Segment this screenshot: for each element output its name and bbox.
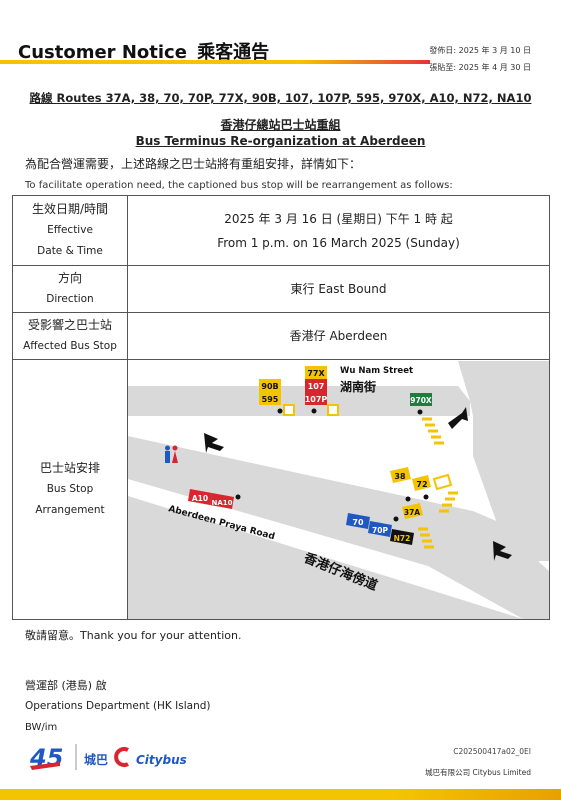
route-sign-na10 — [210, 492, 234, 509]
svg-text:90B: 90B — [261, 382, 278, 391]
toilet-icon — [165, 445, 178, 463]
stop-pole-icon — [423, 494, 429, 499]
stop-pole-icon — [405, 496, 411, 501]
row-effective: 生效日期/時間 Effective Date & Time 2025 年 3 月… — [12, 195, 550, 266]
route-sign-70 — [346, 512, 370, 529]
subject-en: Bus Terminus Re-organization at Aberdeen — [135, 134, 426, 148]
street-name-en: Wu Nam Street — [340, 366, 413, 376]
brand-en: Citybus — [136, 753, 187, 767]
label-affected: 受影響之巴士站 Affected Bus Stop — [12, 312, 128, 360]
stop-pole-icon — [393, 516, 399, 521]
bus-stop-map: 77X 107 107P 90B 595 — [128, 360, 549, 619]
stop-pole-icon — [235, 494, 241, 499]
footer-stripe — [0, 789, 561, 800]
shelter-icon — [283, 403, 295, 416]
dept-en: Operations Department (HK Island) — [25, 700, 211, 712]
route-sign-72 — [412, 474, 431, 491]
title-en: Customer Notice — [18, 42, 187, 63]
stop-group-70-n72: 70 70P N72 — [346, 512, 414, 545]
zebra-crossing-mid — [439, 491, 458, 512]
value-effective: 2025 年 3 月 16 日 (星期日) 下午 1 時 起 From 1 p.… — [127, 195, 550, 266]
shelter-icon — [327, 403, 339, 416]
dept-zh: 營運部 (港島) 啟 — [25, 679, 107, 692]
svg-text:N72: N72 — [394, 534, 411, 543]
svg-text:37A: 37A — [404, 508, 420, 517]
svg-text:NA10: NA10 — [211, 499, 232, 507]
label-effective: 生效日期/時間 Effective Date & Time — [12, 195, 128, 266]
notice-table: 生效日期/時間 Effective Date & Time 2025 年 3 月… — [12, 195, 550, 620]
stop-group-38-72: 38 72 37A — [390, 466, 453, 519]
value-direction: 東行 East Bound — [127, 265, 550, 313]
citybus-c-icon — [114, 747, 129, 767]
intro-zh: 為配合營運需要，上述路線之巴士站將有重組安排，詳情如下： — [25, 157, 362, 171]
header-stripe-accent — [300, 60, 430, 64]
brand-zh: 城巴 — [84, 752, 108, 767]
notice-dates: 發佈日: 2025 年 3 月 10 日 張貼至: 2025 年 4 月 30 … — [429, 42, 531, 76]
routes-line: 路線 Routes 37A, 38, 70, 70P, 77X, 90B, 10… — [29, 91, 532, 105]
svg-text:107P: 107P — [305, 395, 328, 404]
direction-arrow-icon-1 — [204, 432, 224, 453]
road-praya-upper — [128, 435, 549, 619]
zebra-crossing-top — [422, 417, 444, 444]
citybus-logo: 45 城巴 Citybus — [29, 740, 200, 774]
title-zh: 乘客通告 — [197, 42, 270, 63]
page-title: Customer Notice 乘客通告 — [18, 38, 273, 64]
svg-text:107: 107 — [308, 382, 325, 391]
header: Customer Notice 乘客通告 發佈日: 2025 年 3 月 10 … — [0, 0, 561, 80]
stop-group-a10: A10 NA10 — [188, 488, 241, 509]
route-sign-38 — [390, 466, 411, 483]
post-date: 張貼至: 2025 年 4 月 30 日 — [429, 63, 531, 72]
svg-text:72: 72 — [416, 480, 427, 489]
thanks-text: 敬請留意。Thank you for your attention. — [25, 629, 242, 642]
label-direction: 方向 Direction — [12, 265, 128, 313]
map-svg: 77X 107 107P 90B 595 — [128, 360, 549, 619]
svg-text:595: 595 — [262, 395, 279, 404]
route-sign-a10 — [188, 488, 212, 505]
header-stripe — [0, 60, 430, 64]
direction-arrow-icon-3 — [493, 540, 512, 561]
initials: BW/im — [25, 722, 58, 733]
svg-text:70P: 70P — [372, 526, 388, 535]
svg-text:70: 70 — [352, 518, 364, 527]
row-arrangement: 巴士站安排 Bus Stop Arrangement — [12, 359, 550, 620]
route-sign-n72 — [390, 528, 414, 545]
row-direction: 方向 Direction 東行 East Bound — [12, 265, 550, 313]
issue-date: 發佈日: 2025 年 3 月 10 日 — [429, 46, 531, 55]
stop-group-77x-107: 77X 107 107P — [305, 365, 328, 413]
zebra-crossing-bottom — [418, 527, 434, 548]
value-affected: 香港仔 Aberdeen — [127, 312, 550, 360]
reference-number: C202500417a02_0EI — [453, 747, 531, 756]
map-cell: 77X 107 107P 90B 595 — [127, 359, 550, 620]
subject-zh: 香港仔總站巴士站重組 — [220, 118, 341, 132]
svg-text:77X: 77X — [307, 369, 325, 378]
route-sign-90b — [259, 378, 281, 392]
street-name-zh: 湖南街 — [340, 379, 376, 394]
direction-arrow-icon-2 — [448, 406, 468, 429]
stop-pole-icon — [277, 408, 283, 413]
road-right-curve — [458, 360, 549, 561]
stop-pole-icon — [311, 408, 317, 413]
svg-text:970X: 970X — [410, 396, 432, 405]
stop-pole-icon — [417, 409, 423, 414]
anniversary-swoosh-icon — [30, 762, 60, 770]
stop-group-90b-595: 90B 595 — [259, 378, 283, 413]
route-sign-70p — [368, 520, 392, 537]
route-sign-595 — [259, 391, 281, 405]
road-wu-nam-street — [128, 385, 470, 416]
route-sign-107p — [305, 391, 327, 405]
route-sign-77x — [305, 365, 327, 379]
road-praya-lower — [128, 495, 523, 619]
route-sign-37a — [402, 502, 423, 519]
svg-text:38: 38 — [394, 472, 406, 481]
route-sign-107 — [305, 378, 327, 392]
company-name: 城巴有限公司 Citybus Limited — [425, 768, 531, 777]
shelter-icon — [432, 473, 453, 490]
route-sign-970x — [410, 392, 432, 406]
stop-group-970x: 970X — [410, 392, 432, 414]
row-affected: 受影響之巴士站 Affected Bus Stop 香港仔 Aberdeen — [12, 312, 550, 360]
intro-en: To facilitate operation need, the captio… — [25, 180, 453, 191]
logo-svg: 45 城巴 Citybus — [29, 744, 187, 772]
svg-text:A10: A10 — [192, 494, 208, 503]
label-arrangement: 巴士站安排 Bus Stop Arrangement — [12, 359, 128, 620]
